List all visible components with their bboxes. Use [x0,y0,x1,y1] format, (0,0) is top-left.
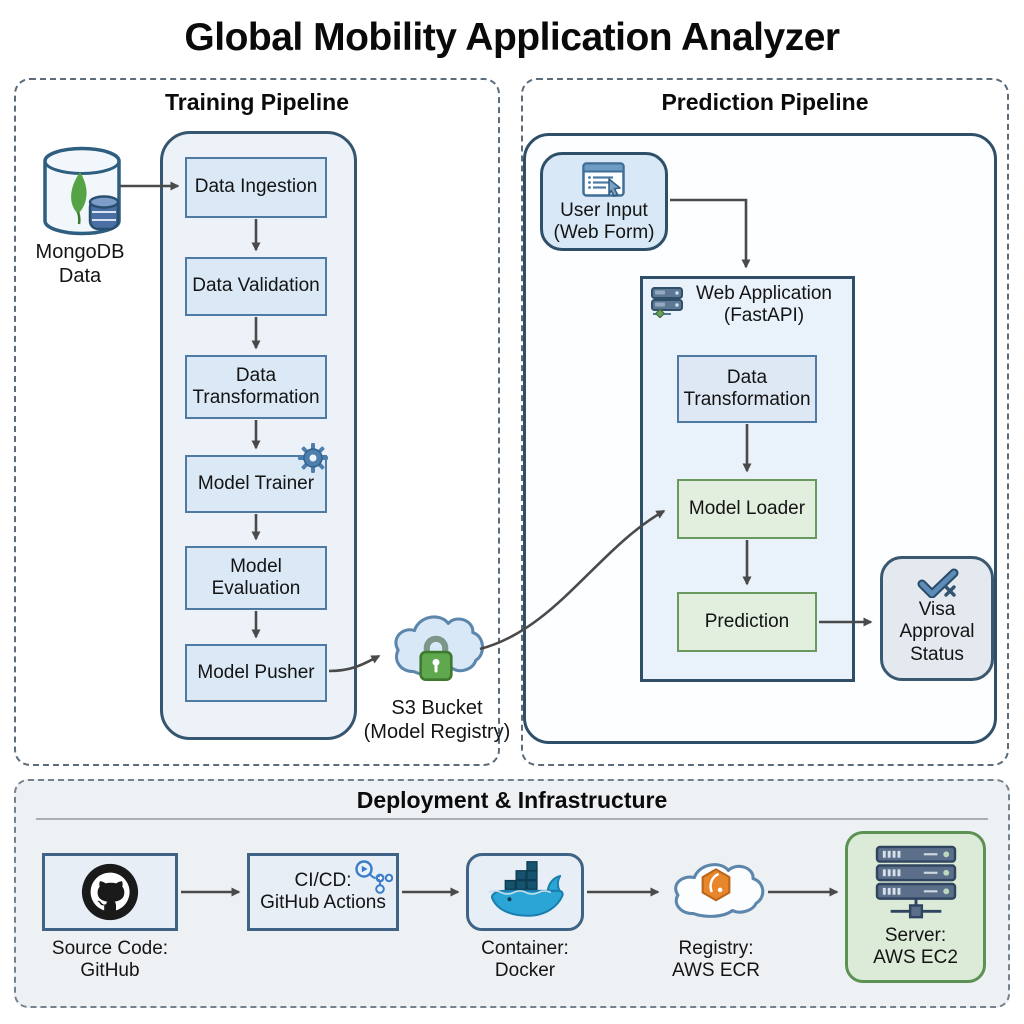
step-label: Data Transformation [683,366,811,410]
cicd-label: CI/CD: GitHub Actions [260,869,386,913]
ec2-box: Server: AWS EC2 [845,831,986,983]
step-label: Data Validation [192,275,320,297]
ecr-label: Registry: AWS ECR [672,938,760,982]
pred-step-data-transformation: Data Transformation [677,355,817,423]
step-data-ingestion: Data Ingestion [185,157,327,218]
step-label: Data Transformation [192,364,320,408]
page-title: Global Mobility Application Analyzer [184,16,840,59]
web-form-icon [582,162,625,197]
double-check-x-icon [917,568,959,598]
s3-bucket-cloud-lock-icon [394,615,484,681]
step-model-evaluation: Model Evaluation [185,546,327,610]
s3-bucket-label: S3 Bucket (Model Registry) [363,697,511,743]
user-input-node: User Input (Web Form) [540,152,668,251]
gear-icon [298,443,328,473]
prediction-pipeline-heading: Prediction Pipeline [661,89,869,115]
visa-approval-label: Visa Approval Status [899,599,975,665]
step-model-trainer: Model Trainer [185,455,327,513]
step-label: Prediction [704,610,790,632]
web-application-title: Web Application (FastAPI) [696,283,832,327]
step-label: Model Pusher [197,661,315,683]
step-label: Model Evaluation [211,555,301,599]
step-label: Model Trainer [197,472,315,494]
step-data-validation: Data Validation [185,257,327,316]
training-pipeline-heading: Training Pipeline [164,89,350,115]
visa-approval-node: Visa Approval Status [880,556,994,681]
mongodb-database-icon [43,146,121,236]
github-actions-icon [355,860,393,894]
server-stack-icon [651,287,683,318]
mongodb-data-label: MongoDB Data [35,241,125,287]
pred-step-model-loader: Model Loader [677,479,817,539]
docker-label: Container: Docker [481,938,569,982]
step-data-transformation: Data Transformation [185,355,327,419]
github-source-box [42,853,178,931]
step-label: Model Loader [688,497,806,519]
heading-divider [36,818,988,820]
deployment-heading: Deployment & Infrastructure [356,787,668,813]
pred-step-prediction: Prediction [677,592,817,652]
step-label: Data Ingestion [194,176,318,198]
aws-ecr-cloud-icon [674,863,765,918]
training-steps-container [160,131,357,740]
user-input-label: User Input (Web Form) [553,200,655,244]
cicd-box: CI/CD: GitHub Actions [247,853,399,931]
github-source-label: Source Code: GitHub [51,938,169,982]
ec2-label: Server: AWS EC2 [873,925,958,969]
step-model-pusher: Model Pusher [185,644,327,702]
github-octocat-icon [81,863,139,921]
server-rack-icon [875,845,956,919]
docker-whale-icon [488,861,564,917]
docker-box [466,853,584,931]
